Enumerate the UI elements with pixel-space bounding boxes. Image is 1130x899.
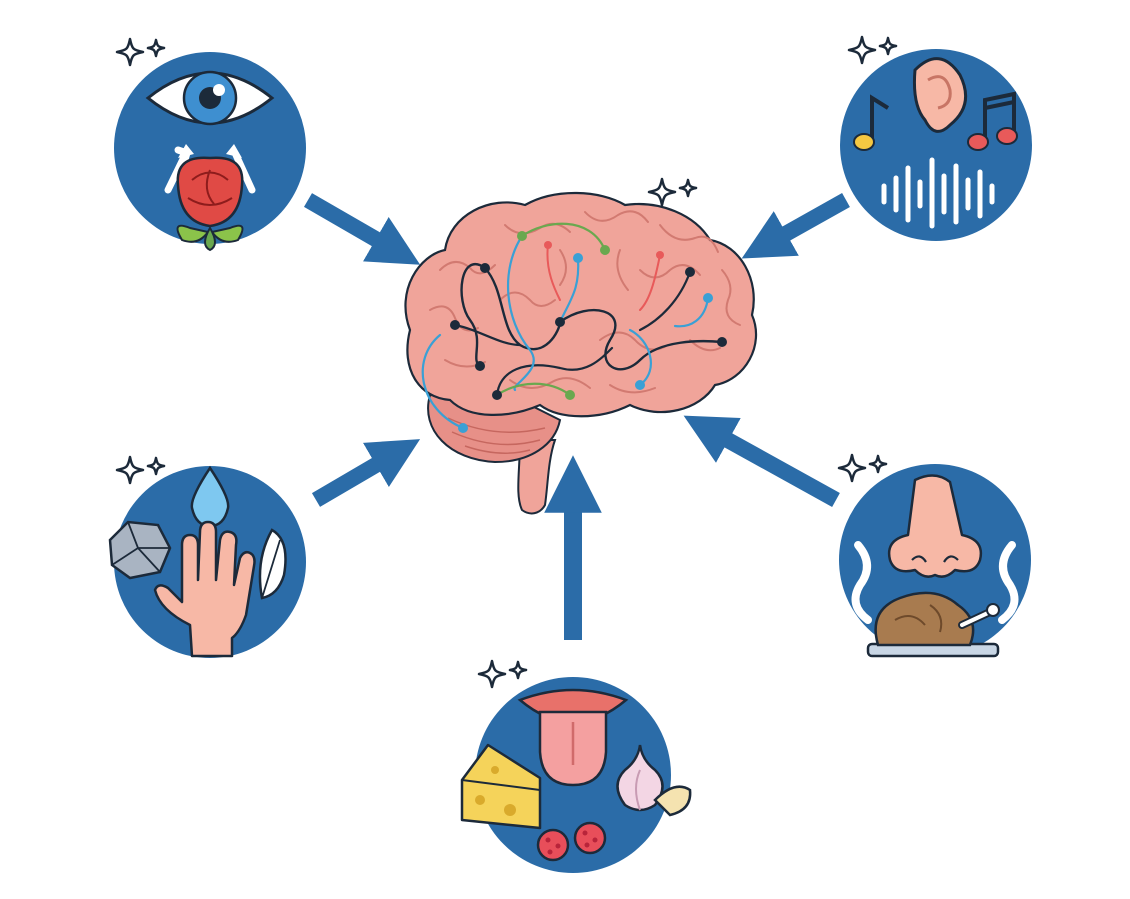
sparkle-icon [477,659,529,689]
raspberry-icon [536,821,607,862]
rose-icon [176,156,244,252]
sparkle-icon [647,177,699,207]
arrow-smell-to-brain [683,415,840,507]
feather-icon [258,528,287,600]
arrow-touch-to-brain [311,439,421,507]
cheese-icon [460,743,542,830]
hand-icon [153,520,256,658]
arrow-sight-to-brain [303,193,421,265]
sparkle-icon [115,37,167,67]
rock-icon [108,520,172,580]
sense-sight [114,37,306,252]
garlic-icon [616,744,692,817]
arrows [303,193,850,640]
tongue-icon [517,688,629,787]
music-note-icon [967,91,1018,151]
sense-taste [460,659,692,873]
eye-icon [145,70,275,126]
ear-icon [913,57,968,133]
neural-pathways-icon [421,222,727,433]
sparkle-icon [115,455,167,485]
sense-smell [837,453,1031,658]
sense-touch [108,455,306,658]
brain-icon [404,191,758,515]
music-note-icon [853,94,890,151]
nose-icon [887,474,983,578]
sense-hearing [840,35,1032,241]
arrow-hearing-to-brain [741,193,850,259]
sparkle-icon [847,35,899,65]
roast-chicken-icon [866,591,1000,658]
sparkle-icon [837,453,889,483]
sound-wave-icon [881,157,995,229]
